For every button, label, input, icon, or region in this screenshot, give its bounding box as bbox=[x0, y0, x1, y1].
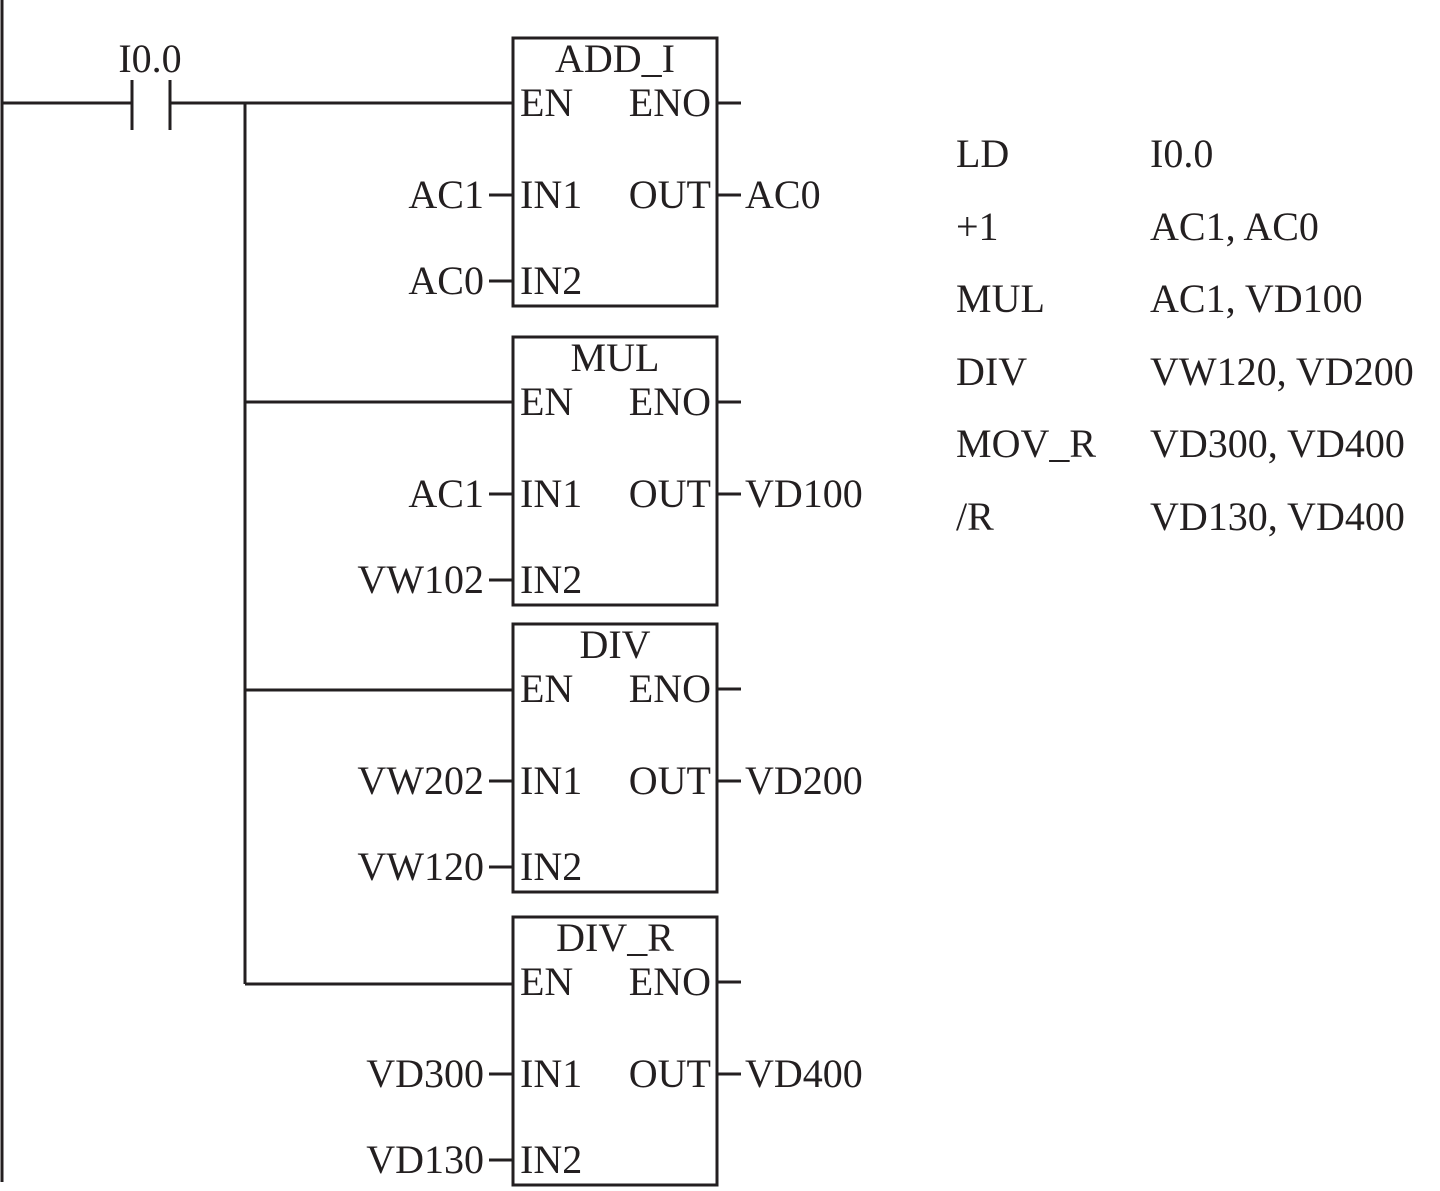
stl-row: DIV VW120, VD200 bbox=[956, 336, 1414, 409]
pin-in2-label: IN2 bbox=[520, 258, 582, 303]
pin-en-label: EN bbox=[520, 80, 573, 125]
function-box-title: MUL bbox=[571, 335, 660, 380]
pin-in1-label: IN1 bbox=[520, 1051, 582, 1096]
in1-operand: AC1 bbox=[408, 172, 484, 217]
function-box-title: DIV bbox=[579, 622, 650, 667]
pin-in1-label: IN1 bbox=[520, 471, 582, 516]
pin-out-label: OUT bbox=[629, 758, 711, 803]
pin-en-label: EN bbox=[520, 959, 573, 1004]
pin-eno-label: ENO bbox=[629, 379, 711, 424]
stl-row: +1 AC1, AC0 bbox=[956, 191, 1414, 264]
function-box bbox=[511, 622, 719, 894]
in1-operand: AC1 bbox=[408, 471, 484, 516]
pin-out-label: OUT bbox=[629, 172, 711, 217]
out-operand: AC0 bbox=[745, 172, 821, 217]
in1-operand: VD300 bbox=[366, 1051, 484, 1096]
stl-opcode: +1 bbox=[956, 203, 999, 249]
in1-operand: VW202 bbox=[357, 758, 484, 803]
stl-operands: VW120, VD200 bbox=[1150, 348, 1414, 394]
function-box bbox=[511, 335, 719, 607]
stl-operands: VD300, VD400 bbox=[1150, 421, 1405, 466]
pin-en-label: EN bbox=[520, 666, 573, 711]
out-operand: VD100 bbox=[745, 471, 863, 516]
stl-operands: VD130, VD400 bbox=[1150, 493, 1405, 539]
stl-operands: AC1, VD100 bbox=[1150, 276, 1363, 321]
out-operand: VD200 bbox=[745, 758, 863, 803]
function-box bbox=[511, 915, 719, 1187]
in2-operand: AC0 bbox=[408, 258, 484, 303]
out-operand: VD400 bbox=[745, 1051, 863, 1096]
pin-in1-label: IN1 bbox=[520, 172, 582, 217]
pin-eno-label: ENO bbox=[629, 80, 711, 125]
function-box-title: ADD_I bbox=[555, 36, 675, 81]
stl-opcode: DIV bbox=[956, 348, 1028, 394]
in2-operand: VW102 bbox=[357, 557, 484, 602]
stl-row: LD I0.0 bbox=[956, 118, 1414, 191]
pin-in2-label: IN2 bbox=[520, 844, 582, 889]
stl-opcode: MUL bbox=[956, 276, 1045, 321]
stl-opcode: MOV_R bbox=[956, 421, 1097, 466]
stl-opcode: /R bbox=[956, 493, 994, 539]
function-box bbox=[511, 36, 719, 308]
pin-en-label: EN bbox=[520, 379, 573, 424]
pin-eno-label: ENO bbox=[629, 959, 711, 1004]
stl-opcode: LD bbox=[956, 131, 1010, 176]
stl-row: /R VD130, VD400 bbox=[956, 481, 1414, 554]
stl-operands: I0.0 bbox=[1150, 131, 1214, 176]
pin-in2-label: IN2 bbox=[520, 557, 582, 602]
pin-out-label: OUT bbox=[629, 471, 711, 516]
pin-out-label: OUT bbox=[629, 1051, 711, 1096]
in2-operand: VW120 bbox=[357, 844, 484, 889]
pin-eno-label: ENO bbox=[629, 666, 711, 711]
pin-in2-label: IN2 bbox=[520, 1137, 582, 1182]
stl-row: MOV_R VD300, VD400 bbox=[956, 408, 1414, 481]
contact-label: I0.0 bbox=[118, 36, 181, 81]
in2-operand: VD130 bbox=[366, 1137, 484, 1182]
function-box-title: DIV_R bbox=[556, 915, 674, 960]
stl-operands: AC1, AC0 bbox=[1150, 203, 1319, 249]
stl-row: MUL AC1, VD100 bbox=[956, 263, 1414, 336]
pin-in1-label: IN1 bbox=[520, 758, 582, 803]
